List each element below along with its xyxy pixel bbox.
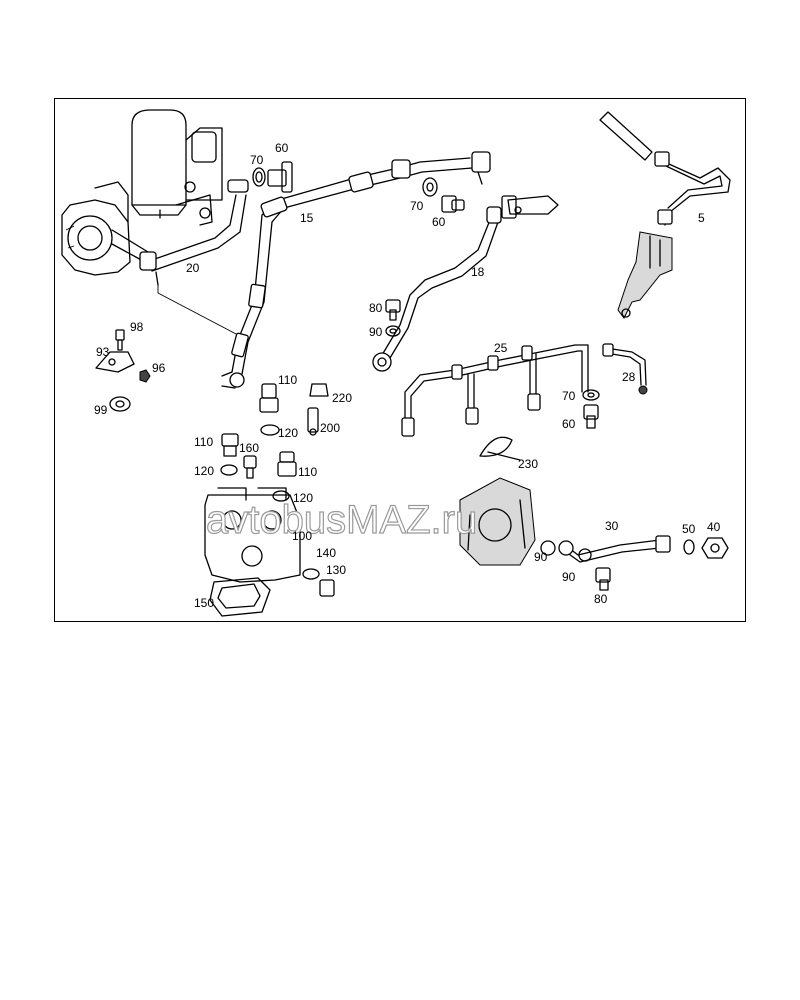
leader-line	[157, 285, 239, 336]
callout-80: 80	[369, 301, 383, 315]
fitting-40	[701, 537, 729, 559]
valve-200	[307, 407, 319, 436]
clip-230	[479, 436, 521, 461]
seal-ring-90-lower	[578, 548, 592, 562]
callout-120-right: 120	[293, 491, 313, 505]
callout-labels: 5 15 18 20 25 28 30 40 50 60 70 70 60 80…	[94, 141, 721, 610]
fitting-110-left	[221, 433, 239, 457]
callout-120-top: 120	[278, 426, 298, 440]
injector-line-5	[599, 111, 731, 319]
seal-ring-70-mid	[422, 177, 438, 197]
fuel-line-15	[221, 151, 491, 389]
fuel-line-18	[372, 195, 559, 372]
callout-18: 18	[471, 265, 485, 279]
seal-120-right	[272, 490, 290, 502]
line-28	[602, 343, 648, 395]
callout-80-lower: 80	[594, 592, 608, 606]
callout-25: 25	[494, 341, 508, 355]
seal-ring-90-left	[540, 540, 556, 556]
callout-50: 50	[682, 522, 696, 536]
callout-200: 200	[320, 421, 340, 435]
callout-90-left: 90	[534, 550, 548, 564]
bolt-98	[115, 329, 125, 351]
pump-bottom-right	[459, 477, 536, 566]
callout-150: 150	[194, 596, 214, 610]
watermark-text: avtobusMAZ.ru	[206, 498, 477, 542]
callout-30: 30	[605, 519, 619, 533]
fuel-pump-assembly	[61, 181, 149, 276]
return-line-25	[401, 344, 589, 437]
seal-120-left	[220, 464, 238, 476]
seal-ring-90	[385, 325, 401, 337]
hose-20	[139, 179, 249, 286]
callout-96: 96	[152, 361, 166, 375]
plug-130	[319, 579, 335, 597]
callout-230: 230	[518, 457, 538, 471]
callout-110-right: 110	[298, 465, 317, 479]
callout-99: 99	[94, 403, 108, 417]
banjo-bolt-80-lower	[595, 567, 611, 591]
callout-90: 90	[369, 325, 383, 339]
nut-96	[139, 369, 151, 383]
callout-93: 93	[96, 345, 110, 359]
seal-ring-70-right	[582, 389, 600, 401]
fitting-110-right	[277, 451, 297, 477]
callout-120-left: 120	[194, 464, 214, 478]
callout-140: 140	[316, 546, 336, 560]
callout-20: 20	[186, 261, 200, 275]
callout-90-lower: 90	[562, 570, 576, 584]
line-30	[558, 535, 671, 563]
callout-70-top: 70	[250, 153, 264, 167]
banjo-bolt-60-right	[583, 404, 599, 429]
callout-70-right: 70	[562, 389, 576, 403]
callout-5: 5	[698, 211, 705, 225]
diagram-frame	[54, 98, 746, 622]
callout-98: 98	[130, 320, 144, 334]
callout-40: 40	[707, 520, 721, 534]
callout-110-top: 110	[278, 373, 297, 387]
gasket-150	[209, 577, 271, 617]
fuel-filter-housing	[131, 109, 223, 226]
plug-220	[309, 383, 329, 397]
callout-60-top: 60	[275, 141, 289, 155]
callout-100: 100	[292, 529, 312, 543]
callout-160: 160	[239, 441, 259, 455]
callout-70-mid: 70	[410, 199, 424, 213]
callout-15: 15	[300, 211, 314, 225]
callout-28: 28	[622, 370, 636, 384]
banjo-bolt-60-top	[267, 161, 293, 193]
seal-140	[302, 568, 320, 580]
distribution-block	[204, 487, 301, 583]
seal-ring-70-top	[252, 167, 266, 187]
banjo-bolt-60-mid	[441, 195, 465, 213]
callout-130: 130	[326, 563, 346, 577]
fitting-110-top	[259, 383, 279, 413]
bolt-160	[243, 455, 257, 479]
callout-220: 220	[332, 391, 352, 405]
callout-110-left: 110	[194, 435, 213, 449]
bracket-93	[95, 351, 135, 373]
callout-60-right: 60	[562, 417, 576, 431]
banjo-bolt-80	[385, 299, 401, 321]
washer-99	[109, 396, 131, 412]
callout-60-mid: 60	[432, 215, 446, 229]
seal-50	[683, 539, 695, 555]
seal-120-top	[260, 424, 280, 436]
